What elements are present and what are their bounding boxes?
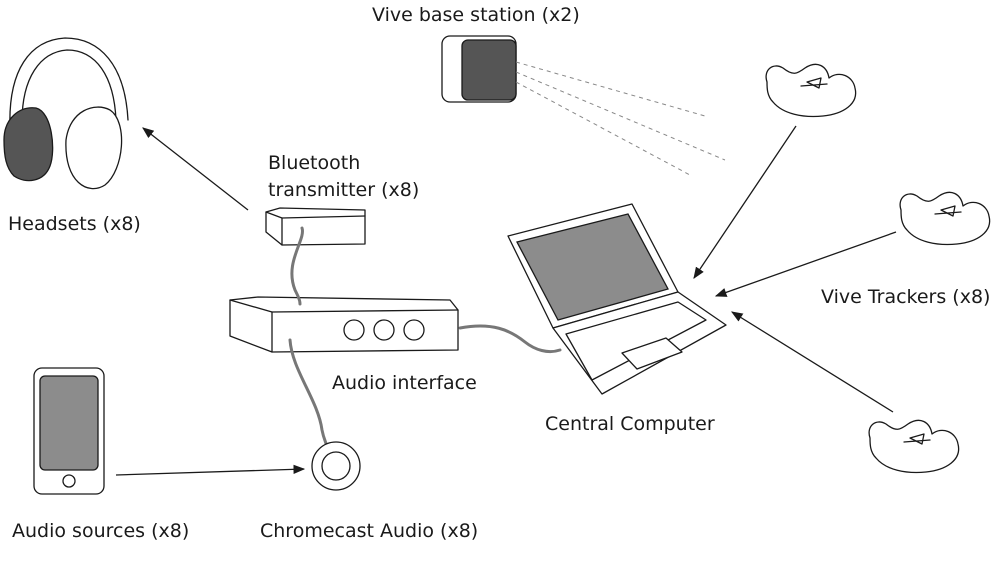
- headphones-icon: [3, 37, 129, 190]
- arrow-tracker1-to-computer: [693, 125, 797, 279]
- audio-interface-icon: [229, 296, 459, 353]
- label-headsets: Headsets (x8): [8, 213, 141, 235]
- label-base-station: Vive base station (x2): [372, 4, 580, 26]
- vive-tracker-icon: [765, 63, 857, 118]
- base-station-icon: [441, 35, 726, 176]
- cables: [288, 226, 562, 446]
- label-central-computer: Central Computer: [545, 413, 715, 435]
- vive-tracker-icon: [899, 191, 991, 246]
- label-audio-interface: Audio interface: [332, 372, 477, 394]
- label-bluetooth-line1: Bluetooth: [268, 152, 360, 174]
- arrow-phone-to-chromecast: [115, 464, 306, 476]
- label-bluetooth-line2: transmitter (x8): [268, 179, 419, 201]
- laptop-icon: [507, 203, 727, 395]
- vive-tracker-icon: [868, 419, 960, 474]
- arrow-transmitter-to-headsets: [142, 127, 249, 211]
- arrow-tracker2-to-computer: [714, 231, 897, 297]
- label-vive-trackers: Vive Trackers (x8): [821, 286, 990, 308]
- label-chromecast: Chromecast Audio (x8): [260, 520, 478, 542]
- label-audio-sources: Audio sources (x8): [12, 520, 189, 542]
- smartphone-icon: [33, 367, 105, 495]
- chromecast-icon: [311, 441, 361, 491]
- arrows: [115, 125, 897, 476]
- arrow-tracker3-to-computer: [731, 311, 894, 413]
- bluetooth-transmitter-icon: [265, 207, 366, 246]
